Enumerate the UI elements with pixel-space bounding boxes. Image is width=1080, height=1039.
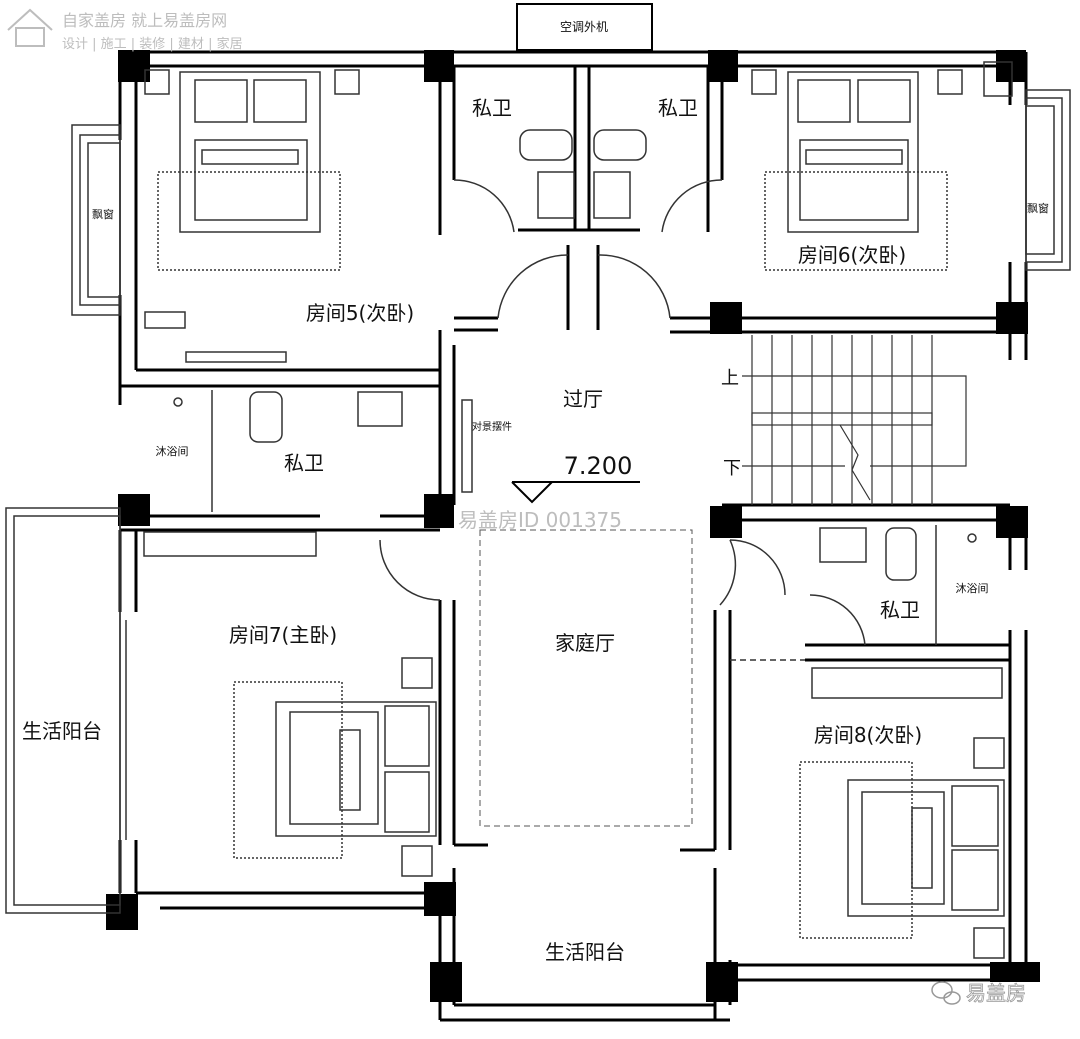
shower-right-label: 沐浴间: [956, 582, 989, 595]
stair-down-label: 下: [723, 458, 741, 479]
watermark-logo: [7, 8, 53, 47]
wechat-icon: [931, 981, 961, 1005]
bath-top-right-label: 私卫: [658, 96, 698, 120]
room6-label: 房间6(次卧): [798, 243, 906, 267]
bath-right-label: 私卫: [880, 598, 920, 622]
room7-label: 房间7(主卧): [229, 623, 337, 647]
bed-room5: [144, 69, 360, 363]
elevation-label: 7.200: [564, 452, 633, 480]
bath-top-fixtures: [453, 129, 723, 319]
stair-up-label: 上: [721, 368, 739, 389]
ac-unit: 空调外机: [516, 3, 653, 51]
hall-label: 过厅: [563, 387, 603, 411]
bay-window-right-label: 飘窗: [1027, 201, 1049, 215]
elevation-marker: [511, 481, 640, 504]
shower-left-label: 沐浴间: [156, 445, 189, 458]
room5-label: 房间5(次卧): [306, 301, 414, 325]
watermark-brand: 自家盖房 就上易盖房网: [62, 11, 227, 30]
bay-window-left: [71, 124, 121, 316]
master-bedroom-furniture: [125, 531, 441, 877]
watermark-center-id: 易盖房ID 001375: [458, 508, 622, 532]
feature-display: [461, 399, 473, 493]
balcony-left-label: 生活阳台: [22, 719, 102, 743]
bath-left-fixtures: [173, 390, 403, 512]
bay-window-left-label: 飘窗: [92, 207, 114, 221]
bath-top-left-label: 私卫: [472, 96, 512, 120]
family-hall-door: [719, 539, 737, 606]
watermark-corner-brand: 易盖房: [966, 981, 1026, 1005]
columns: [106, 50, 1040, 1002]
ac-unit-label: 空调外机: [560, 20, 608, 34]
family-hall-label: 家庭厅: [555, 631, 615, 655]
feature-label: 对景摆件: [472, 420, 512, 433]
bay-window-right: [1025, 89, 1071, 271]
staircase: [742, 335, 967, 505]
balcony-bottom-label: 生活阳台: [545, 940, 625, 964]
bath-right-fixtures: [729, 525, 977, 646]
room8-label: 房间8(次卧): [814, 723, 922, 747]
bed-room6: [751, 61, 1013, 271]
balcony-left: [5, 507, 121, 914]
room8-furniture: [730, 659, 1005, 959]
walls: [118, 50, 1028, 1022]
watermark-services: 设计 | 施工 | 装修 | 建材 | 家居: [62, 36, 243, 52]
bath-left-label: 私卫: [284, 451, 324, 475]
family-hall-zone: [479, 529, 693, 827]
